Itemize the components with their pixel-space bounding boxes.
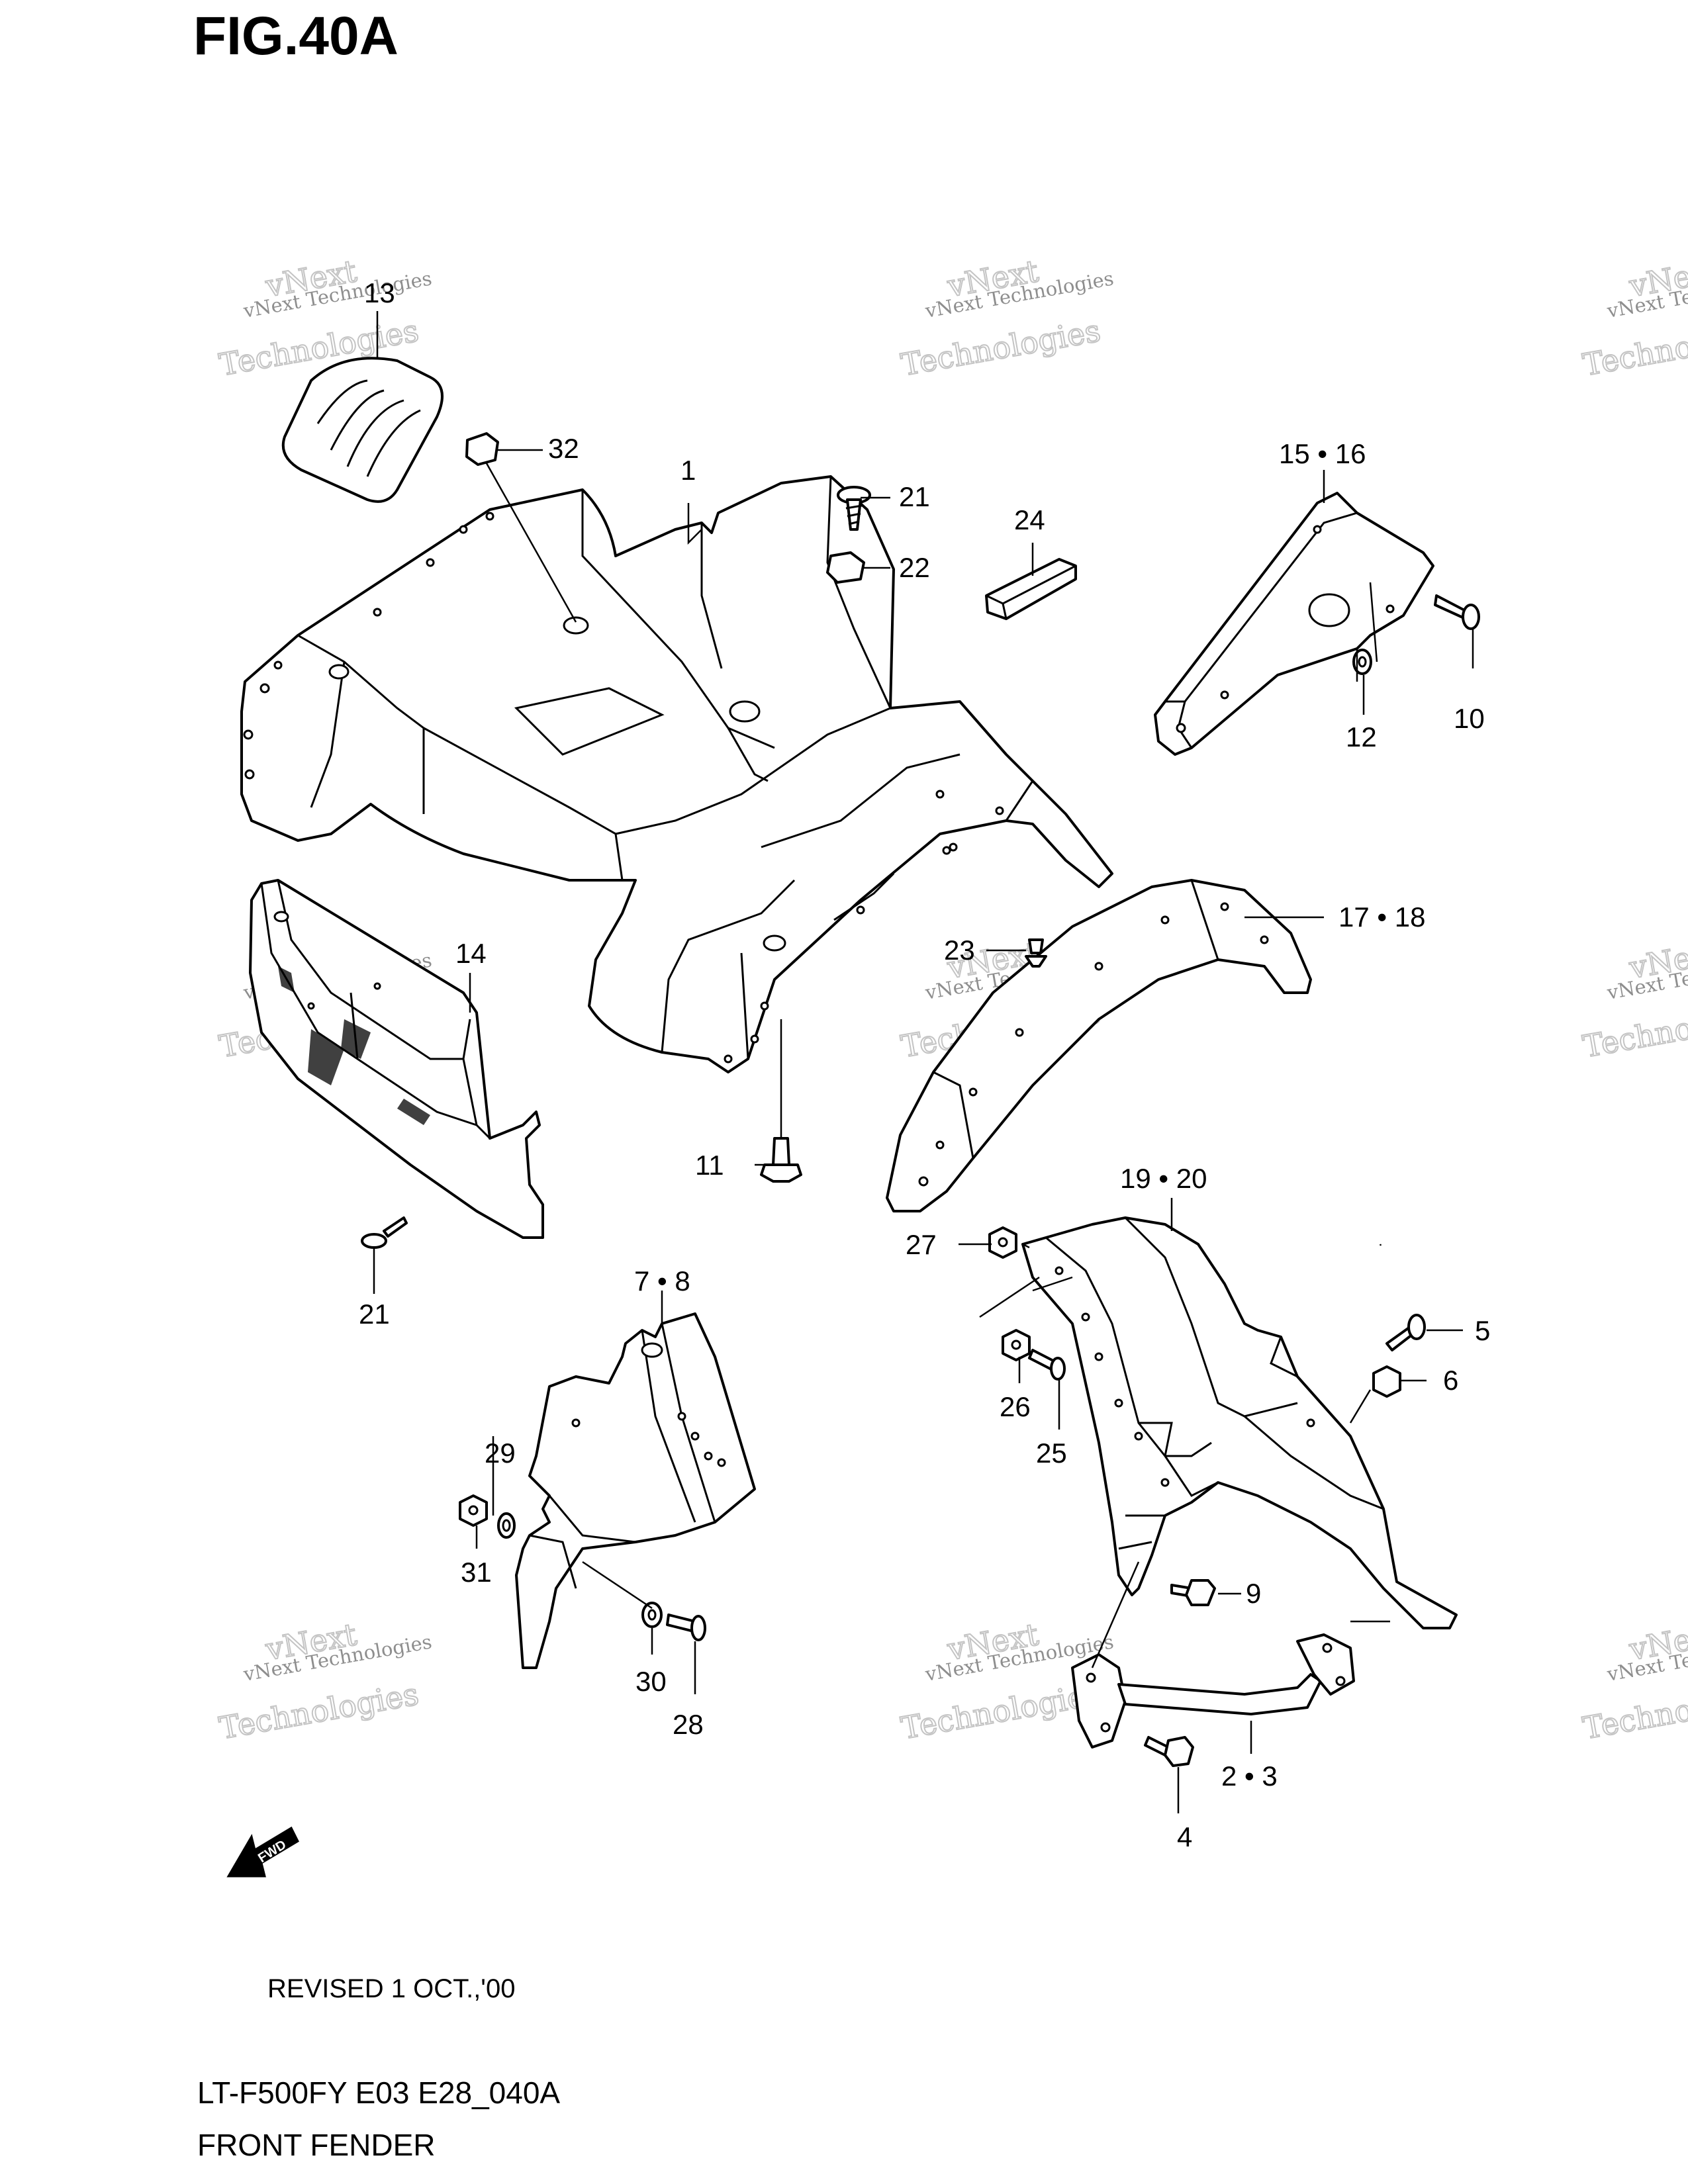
callout-21-top: 21 [899,481,930,512]
part-27-nut [988,1226,1017,1259]
callout-26: 26 [1000,1391,1031,1422]
model-code: LT-F500FY E03 E28_040A [197,2075,561,2110]
part-29-washer [497,1512,516,1539]
callout-17-18: 17 • 18 [1338,901,1425,933]
callout-22: 22 [899,552,930,583]
part-10-screw [1434,594,1480,630]
watermark: vNext Technologies vNext Technologies [1579,252,1688,383]
part-9-bolt [1170,1579,1216,1606]
part-31-nut [459,1494,488,1527]
callout-5: 5 [1475,1315,1490,1346]
part-22-clip [826,551,865,584]
callout-27: 27 [906,1229,937,1260]
watermark: vNext Technologies vNext Technologies [898,252,1115,383]
part-23-rivet [1025,938,1047,968]
svg-text:Technologies: Technologies [1580,994,1688,1064]
watermark: vNext Technologies vNext Technologies [1579,934,1688,1065]
part-1-front-fender [240,475,1113,1073]
part-15-16-bracket [1154,492,1434,756]
callout-32: 32 [548,433,579,464]
part-14-guard [249,879,544,1239]
svg-text:Technologies: Technologies [216,1676,421,1746]
part-13-mat [281,357,444,503]
part-11-bolt [760,1137,802,1183]
part-19-20-inner-fender [1021,1216,1458,1629]
callout-30: 30 [635,1666,667,1697]
callout-29: 29 [485,1437,516,1469]
figure-title: FIG.40A [193,6,399,66]
svg-text:Technologies: Technologies [1580,312,1688,383]
callout-1: 1 [680,455,696,486]
callout-19-20: 19 • 20 [1120,1163,1207,1194]
callout-7-8: 7 • 8 [634,1265,690,1297]
watermark: vNext Technologies vNext Technologies [1579,1615,1688,1747]
part-12-washer [1352,649,1372,675]
part-28-bolt [666,1614,706,1641]
svg-text:Technologies: Technologies [1580,1676,1688,1746]
part-5-bolt [1385,1314,1426,1351]
callout-25: 25 [1036,1437,1067,1469]
callout-11: 11 [695,1150,724,1181]
watermark: vNext Technologies vNext Technologies [216,1615,434,1747]
revision-note: REVISED 1 OCT.,'00 [267,1974,516,2003]
part-25-bolt [1028,1349,1066,1381]
part-26-nut [1002,1329,1031,1361]
callout-9: 9 [1246,1578,1261,1609]
forward-arrow: FWD [226,1826,299,1878]
part-30-washer [641,1602,663,1628]
leader-lines [373,311,1474,1813]
callout-12: 12 [1346,721,1377,752]
part-24-pad [985,558,1077,620]
svg-text:Technologies: Technologies [898,1676,1103,1746]
callout-15-16: 15 • 16 [1279,438,1366,469]
callout-14: 14 [455,938,487,969]
part-21-screw-lower [361,1216,408,1249]
part-6-nut [1372,1365,1401,1398]
callout-24: 24 [1014,504,1045,535]
callout-21-lower: 21 [359,1298,390,1330]
callout-28: 28 [673,1709,704,1740]
callout-2-3: 2 • 3 [1221,1760,1278,1792]
section-title: FRONT FENDER [197,2128,436,2162]
part-4-bolt [1144,1736,1194,1767]
part-32-grommet [465,432,499,466]
callout-13: 13 [364,277,395,308]
part-7-8-panel [515,1312,756,1669]
callouts: 13 32 1 21 22 24 15 • 16 12 10 14 17 • 1… [359,277,1490,1852]
callout-6: 6 [1443,1365,1458,1396]
callout-10: 10 [1454,703,1485,734]
watermark: vNext Technologies vNext Technologies [216,252,434,383]
part-21-screw [837,486,871,531]
callout-31: 31 [461,1557,492,1588]
svg-text:Technologies: Technologies [898,312,1103,383]
part-2-3-brace [1071,1633,1355,1749]
callout-23: 23 [944,934,975,966]
callout-4: 4 [1177,1821,1192,1852]
